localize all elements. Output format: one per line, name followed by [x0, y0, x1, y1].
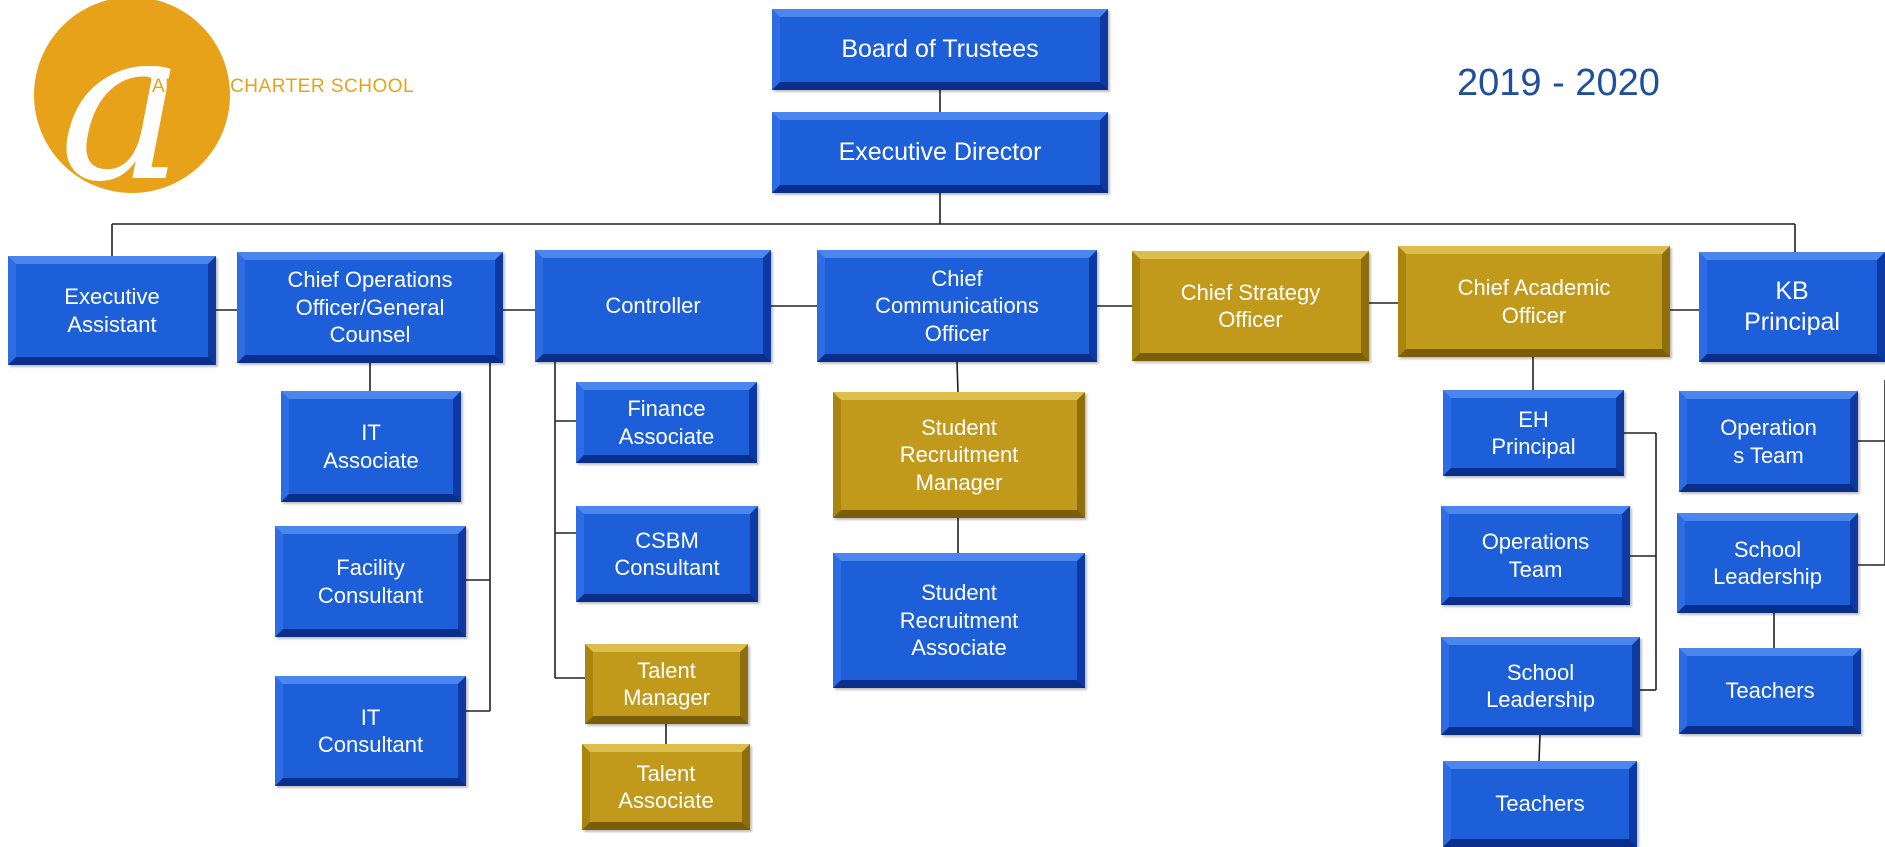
- node-student-recruitment-associate[interactable]: Student Recruitment Associate: [833, 553, 1085, 688]
- node-board-of-trustees[interactable]: Board of Trustees: [772, 9, 1108, 90]
- node-executive-assistant[interactable]: Executive Assistant: [8, 256, 216, 365]
- node-chief-academic-officer[interactable]: Chief Academic Officer: [1398, 246, 1670, 357]
- node-eh-teachers[interactable]: Teachers: [1443, 761, 1637, 847]
- logo-circle-icon: [34, 0, 230, 193]
- node-kb-teachers[interactable]: Teachers: [1679, 648, 1861, 734]
- node-it-consultant[interactable]: IT Consultant: [275, 676, 466, 786]
- node-talent-manager[interactable]: Talent Manager: [585, 644, 748, 724]
- node-chief-operations-officer[interactable]: Chief Operations Officer/General Counsel: [237, 252, 503, 363]
- school-year: 2019 - 2020: [1457, 62, 1660, 104]
- node-it-associate[interactable]: IT Associate: [281, 391, 461, 502]
- node-eh-school-leadership[interactable]: School Leadership: [1441, 637, 1640, 735]
- node-chief-strategy-officer[interactable]: Chief Strategy Officer: [1132, 251, 1369, 361]
- node-kb-principal[interactable]: KB Principal: [1699, 252, 1885, 362]
- node-kb-school-leadership[interactable]: School Leadership: [1677, 513, 1858, 613]
- logo-letter: a: [59, 0, 184, 200]
- node-csbm-consultant[interactable]: CSBM Consultant: [576, 506, 758, 602]
- node-chief-communications-officer[interactable]: Chief Communications Officer: [817, 250, 1097, 362]
- node-eh-operations-team[interactable]: Operations Team: [1441, 506, 1630, 605]
- node-talent-associate[interactable]: Talent Associate: [582, 744, 750, 830]
- school-name-amber: AMBER: [152, 76, 223, 97]
- school-name-charter-school: CHARTER SCHOOL: [230, 76, 415, 97]
- node-facility-consultant[interactable]: Facility Consultant: [275, 526, 466, 637]
- node-eh-principal[interactable]: EH Principal: [1443, 390, 1624, 476]
- node-student-recruitment-manager[interactable]: Student Recruitment Manager: [833, 392, 1085, 518]
- school-name: AMBER CHARTER SCHOOL: [152, 76, 414, 98]
- amber-logo: a: [34, 0, 230, 200]
- node-executive-director[interactable]: Executive Director: [772, 112, 1108, 193]
- node-finance-associate[interactable]: Finance Associate: [576, 382, 757, 463]
- node-kb-operations-team[interactable]: Operation s Team: [1679, 391, 1858, 492]
- node-controller[interactable]: Controller: [535, 250, 771, 362]
